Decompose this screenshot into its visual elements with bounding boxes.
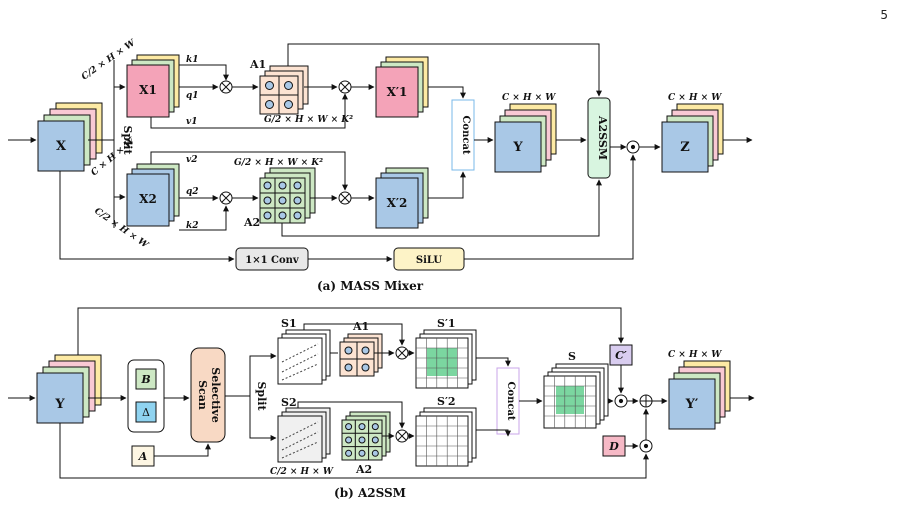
multiply-op [219,80,352,205]
s2-prime-label: S′2 [437,395,456,408]
a2ssm-panel [8,307,755,479]
d-label: D [608,440,619,453]
k2-label: k2 [186,221,199,231]
dot-product-op-b2 [639,439,653,453]
caption-b: (b) A2SSM [334,486,406,500]
x2-prime-label: X′2 [387,196,408,210]
a1-kernel-grid [259,65,309,115]
s1-label: S1 [281,317,297,330]
s2-sheets [277,407,331,463]
x2-stack [126,163,180,227]
a1-dims: G/2 × H × W × K² [264,115,353,125]
dot-product-op-b1 [614,394,628,408]
y-prime-dims: C × H × W [668,350,722,360]
a1-label-b: A1 [352,320,369,333]
x-label: X [56,139,67,154]
caption-a: (a) MASS Mixer [317,279,424,293]
x2-prime-stack [375,167,429,229]
x1-label: X1 [139,83,157,97]
a1-kernel-grid-b [339,333,383,377]
y-dims-a: C × H × W [502,93,556,103]
selective-scan-block [190,347,226,443]
k1-label: k1 [186,55,199,65]
a2-kernel-grid [259,167,316,224]
z-stack [661,103,724,173]
x1-prime-label: X′1 [387,85,408,99]
dot-product-op [626,140,640,154]
a1-label: A1 [249,58,266,71]
a-label: A [138,450,148,463]
b-label: B [140,373,150,386]
a2-dims: G/2 × H × W × K² [234,158,323,168]
a2ssm-label: A2SSM [596,115,609,160]
y-label-a: Y [512,140,523,155]
split-label-a: Split [121,125,134,155]
a2-label-b: A2 [355,463,372,476]
b-parameter [135,368,157,390]
s-label: S [568,350,576,363]
scan-label-1: Selective [209,367,222,422]
q2-label: q2 [186,187,199,197]
a2ssm-block [587,97,611,179]
a2ssm-labels: Y B Δ A Selective Scan Split S1 S2 C/2 ×… [54,317,722,500]
x-input-stack [37,102,103,172]
v1-label: v1 [186,117,198,127]
mass-mixer-panel [8,43,753,271]
concat-label-b: Concat [505,381,516,420]
conv-label: 1×1 Conv [245,255,300,266]
delta-label: Δ [142,406,150,419]
x2-label: X2 [139,192,157,206]
z-label: Z [680,140,690,155]
c-prime-label: C′ [615,349,627,362]
concat-label-a: Concat [460,115,471,154]
y-stack [494,103,557,173]
s2-prime-grid [415,407,477,467]
s-dims: C/2 × H × W [270,467,334,477]
silu-label: SiLU [416,255,443,266]
page-number: 5 [880,8,888,22]
concat-box [451,99,475,171]
s1-sheets [277,329,331,385]
s2-label: S2 [281,396,297,409]
s1-prime-label: S′1 [437,317,456,330]
s-combined-grid [543,363,609,429]
delta-parameter [135,401,157,423]
z-dims: C × H × W [668,93,722,103]
scan-label-2: Scan [196,380,209,410]
add-op [639,394,653,408]
s1-prime-grid [415,329,477,389]
x1-prime-stack [375,56,429,118]
y-input-stack-b [36,354,102,424]
q1-label: q1 [186,91,199,101]
y-prime-stack [668,360,731,430]
a2-label: A2 [243,216,260,229]
y-prime-label: Y′ [685,397,699,412]
v2-label: v2 [186,155,198,165]
x1-stack [126,54,180,118]
y-label-b: Y [54,397,65,412]
split-label-b: Split [255,381,268,411]
